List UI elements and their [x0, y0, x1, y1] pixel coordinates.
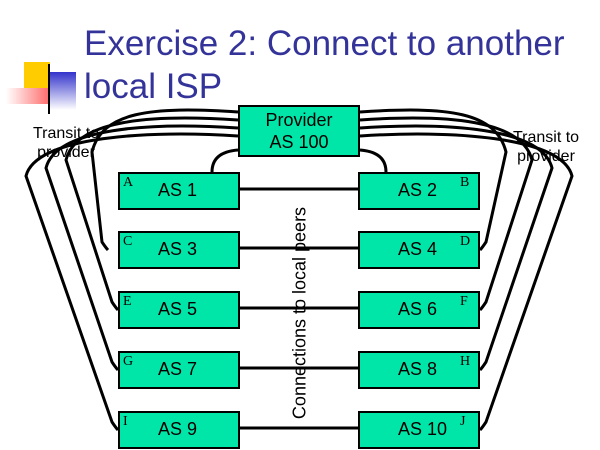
as-box-left-3 [118, 291, 240, 329]
as-label: AS 5 [158, 299, 198, 319]
as-box-right-4 [358, 351, 480, 389]
transit-left-5 [24, 132, 239, 432]
title-line-2: local ISP [84, 67, 223, 106]
router-letter: E [123, 294, 132, 309]
transit-note-right: Transit to provider [512, 129, 580, 165]
router-letter: A [123, 175, 134, 190]
router-letter: J [460, 414, 466, 429]
logo-blue-square [48, 72, 76, 110]
router-letter: I [123, 414, 128, 429]
as-label: AS 1 [158, 180, 198, 200]
router-letter: D [460, 234, 471, 249]
as-box-right-3 [358, 291, 480, 329]
transit-right-5 [359, 132, 574, 432]
as-label: AS 6 [398, 299, 438, 319]
as-box-left-1 [118, 172, 240, 210]
as-label: AS 10 [398, 419, 448, 439]
transit-left-4 [44, 124, 239, 372]
as-box-right-1 [358, 172, 480, 210]
router-letter: G [123, 354, 134, 369]
title-line-1: Exercise 2: Connect to another [84, 24, 565, 63]
provider-as-label: AS 100 [269, 132, 329, 152]
transit-right-4 [359, 124, 554, 372]
as-label: AS 4 [398, 239, 438, 259]
as-box-right-5 [358, 411, 480, 449]
as-label: AS 2 [398, 180, 438, 200]
as-label: AS 3 [158, 239, 198, 259]
logo-vertical-line [48, 64, 50, 114]
router-letter: H [460, 354, 471, 369]
as-box-right-2 [358, 231, 480, 269]
as-box-left-5 [118, 411, 240, 449]
router-letter: B [460, 175, 470, 190]
provider-link-as2 [359, 148, 388, 173]
as-box-left-4 [118, 351, 240, 389]
provider-box: Provider AS 100 [238, 105, 360, 157]
transit-note-left: Transit to provider [32, 125, 100, 161]
as-label: AS 9 [158, 419, 198, 439]
router-letter: F [460, 294, 468, 309]
as-label: AS 8 [398, 359, 438, 379]
as-box-left-2 [118, 231, 240, 269]
slide-title: Exercise 2: Connect to another local ISP [84, 22, 594, 108]
provider-link-as1 [210, 148, 239, 173]
router-letter: C [123, 234, 133, 249]
provider-label: Provider [265, 110, 333, 130]
peer-connections-label: Connections to local peers [289, 206, 310, 420]
as-label: AS 7 [158, 359, 198, 379]
